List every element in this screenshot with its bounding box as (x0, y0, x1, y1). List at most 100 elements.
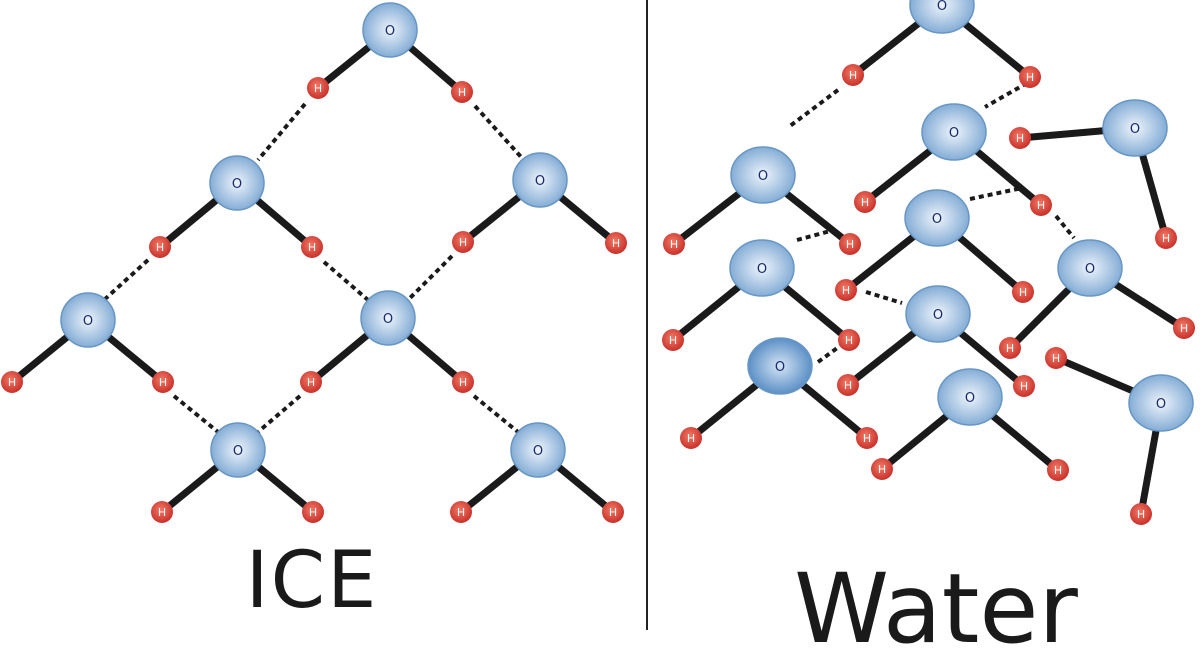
water-molecule: O H H (452, 152, 627, 254)
oxygen-atom (730, 146, 796, 204)
water-title: Water (794, 553, 1078, 665)
hydrogen-label: H (156, 241, 164, 254)
oxygen-atom (209, 155, 265, 211)
hydrogen-label: H (863, 432, 871, 445)
oxygen-label: O (757, 262, 767, 277)
oxygen-atom (60, 292, 116, 348)
oxygen-label: O (83, 314, 93, 329)
hydrogen-label: H (309, 506, 317, 519)
hydrogen-label: H (159, 376, 167, 389)
oxygen-label: O (1130, 122, 1140, 137)
hydrogen-atom (602, 501, 624, 523)
hydrogen-atom (837, 374, 859, 396)
water-molecule: O H H (663, 146, 861, 255)
hydrogen-bond (256, 102, 307, 162)
hydrogen-atom (1155, 227, 1177, 249)
hydrogen-atom (450, 501, 472, 523)
panel-divider (646, 0, 648, 630)
hydrogen-atom (152, 371, 174, 393)
hydrogen-label: H (1180, 322, 1188, 335)
hydrogen-atom (999, 337, 1021, 359)
hydrogen-atom (1019, 66, 1041, 88)
hydrogen-label: H (458, 86, 466, 99)
hydrogen-label: H (687, 432, 695, 445)
hydrogen-label: H (842, 284, 850, 297)
hydrogen-bond (1054, 214, 1076, 240)
oxygen-label: O (775, 360, 785, 375)
hydrogen-label: H (1026, 71, 1034, 84)
oxygen-label: O (758, 169, 768, 184)
hydrogen-atom (301, 236, 323, 258)
hydrogen-label: H (878, 463, 886, 476)
hydrogen-bond (172, 394, 220, 434)
hydrogen-atom (1, 371, 23, 393)
hydrogen-bonds (102, 81, 1076, 434)
hydrogen-label: H (609, 506, 617, 519)
hydrogen-atom (605, 232, 627, 254)
hydrogen-label: H (1016, 132, 1024, 145)
hydrogen-atom (680, 427, 702, 449)
hydrogen-label: H (8, 376, 16, 389)
water-molecule: O H H (307, 2, 473, 103)
hydrogen-bond (472, 394, 520, 434)
hydrogen-label: H (314, 82, 322, 95)
hydrogen-label: H (1019, 286, 1027, 299)
oxygen-label: O (932, 212, 942, 227)
oxygen-atom (729, 239, 795, 297)
hydrogen-atom (663, 233, 685, 255)
hydrogen-label: H (459, 376, 467, 389)
oxygen-atom (909, 0, 975, 34)
covalent-bonds (9, 2, 1186, 515)
hydrogen-label: H (1006, 342, 1014, 355)
hydrogen-atom (149, 236, 171, 258)
hydrogen-atom (662, 329, 684, 351)
oxygen-label: O (937, 0, 947, 14)
hydrogen-label: H (459, 236, 467, 249)
oxygen-label: O (1085, 262, 1095, 277)
hydrogen-atom (300, 371, 322, 393)
oxygen-atom (747, 337, 813, 395)
hydrogen-atom (1030, 194, 1052, 216)
hydrogen-label: H (612, 237, 620, 250)
water-molecule: O H H (662, 239, 860, 351)
water-molecule: O H H (680, 337, 878, 449)
hydrogen-label: H (849, 69, 857, 82)
hydrogen-atom (871, 458, 893, 480)
hydrogen-atom (451, 81, 473, 103)
hydrogen-atom (1009, 127, 1031, 149)
hydrogen-atom (151, 501, 173, 523)
hydrogen-atom (1173, 317, 1195, 339)
oxygen-atom (921, 103, 987, 161)
hydrogen-atom (302, 501, 324, 523)
hydrogen-atom (307, 77, 329, 99)
water-molecule: O H H (842, 0, 1041, 88)
hydrogen-bond (969, 186, 1023, 201)
hydrogen-bond (796, 228, 835, 242)
hydrogen-atom (854, 191, 876, 213)
oxygen-label: O (385, 24, 395, 39)
oxygen-atom (360, 290, 416, 346)
water-molecule: O H H (835, 189, 1034, 303)
oxygen-label: O (933, 308, 943, 323)
hydrogen-bond (102, 258, 150, 302)
hydrogen-atom (1013, 375, 1035, 397)
hydrogen-label: H (1020, 380, 1028, 393)
hydrogen-label: H (846, 238, 854, 251)
oxygen-atom (905, 285, 971, 343)
oxygen-label: O (535, 174, 545, 189)
ice-title: ICE (245, 536, 379, 626)
hydrogen-atom (452, 371, 474, 393)
hydrogen-label: H (457, 506, 465, 519)
hydrogen-atom (1012, 281, 1034, 303)
hydrogen-label: H (1162, 232, 1170, 245)
oxygen-label: O (232, 177, 242, 192)
oxygen-atom (1057, 239, 1123, 297)
oxygen-atom (362, 2, 418, 58)
hydrogen-label: H (845, 334, 853, 347)
hydrogen-label: H (670, 238, 678, 251)
